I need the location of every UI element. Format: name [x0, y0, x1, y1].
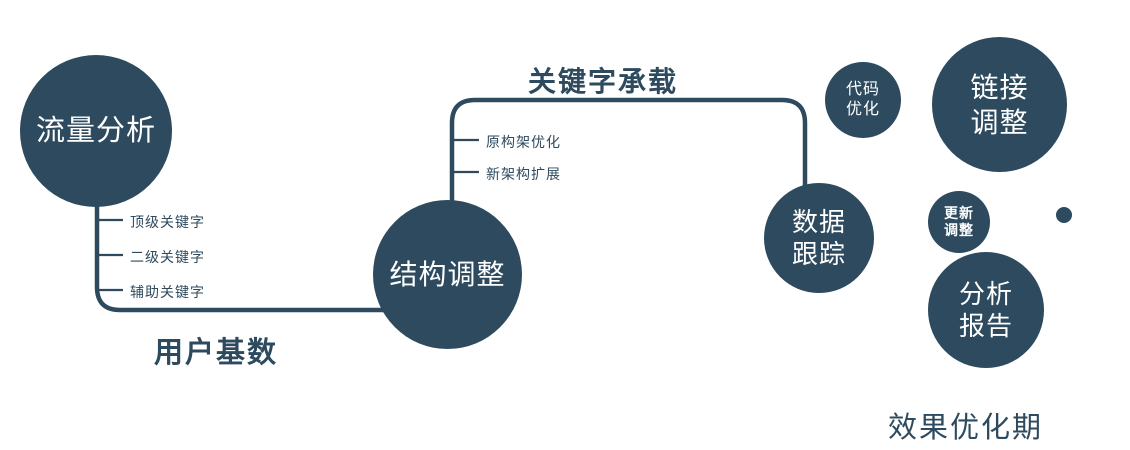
node-analysis-report-line1: 分析 — [958, 278, 1013, 309]
node-code-optimization: 代码 优化 — [825, 62, 901, 138]
node-update-adjustment-line2: 调整 — [944, 222, 974, 238]
node-data-tracking: 数据 跟踪 — [764, 183, 874, 293]
node-code-optimization-line1: 代码 — [845, 81, 880, 98]
node-link-adjustment-line1: 链接 — [970, 71, 1029, 103]
dot-marker — [1056, 207, 1072, 223]
node-traffic-analysis-label: 流量分析 — [35, 114, 156, 147]
node-link-adjustment: 链接 调整 — [932, 37, 1067, 172]
node-update-adjustment: 更新 调整 — [928, 191, 990, 253]
node-structure-adjustment-label: 结构调整 — [389, 259, 506, 290]
branch-label-new-framework: 新架构扩展 — [486, 166, 561, 182]
node-structure-adjustment: 结构调整 — [373, 200, 522, 349]
node-analysis-report-line2: 报告 — [958, 311, 1013, 341]
edge-label-user-base: 用户基数 — [154, 337, 279, 369]
edge-label-keyword-carry: 关键字承载 — [528, 66, 679, 97]
branch-label-auxiliary-keyword: 辅助关键字 — [130, 284, 205, 300]
branch-label-top-keyword: 顶级关键字 — [130, 214, 205, 230]
edge-structure-to-tracking — [449, 97, 808, 208]
caption-effect-optimization-period: 效果优化期 — [888, 412, 1044, 444]
node-traffic-analysis: 流量分析 — [20, 55, 172, 207]
node-data-tracking-line1: 数据 — [791, 206, 846, 237]
node-analysis-report: 分析 报告 — [928, 252, 1044, 368]
branch-label-original-framework: 原构架优化 — [486, 134, 561, 150]
branch-label-secondary-keyword: 二级关键字 — [130, 249, 205, 265]
node-update-adjustment-line1: 更新 — [944, 204, 974, 221]
node-link-adjustment-line2: 调整 — [970, 106, 1029, 138]
node-data-tracking-line2: 跟踪 — [791, 239, 846, 269]
node-code-optimization-line2: 优化 — [845, 101, 880, 118]
edge-traffic-to-structure — [94, 200, 414, 313]
